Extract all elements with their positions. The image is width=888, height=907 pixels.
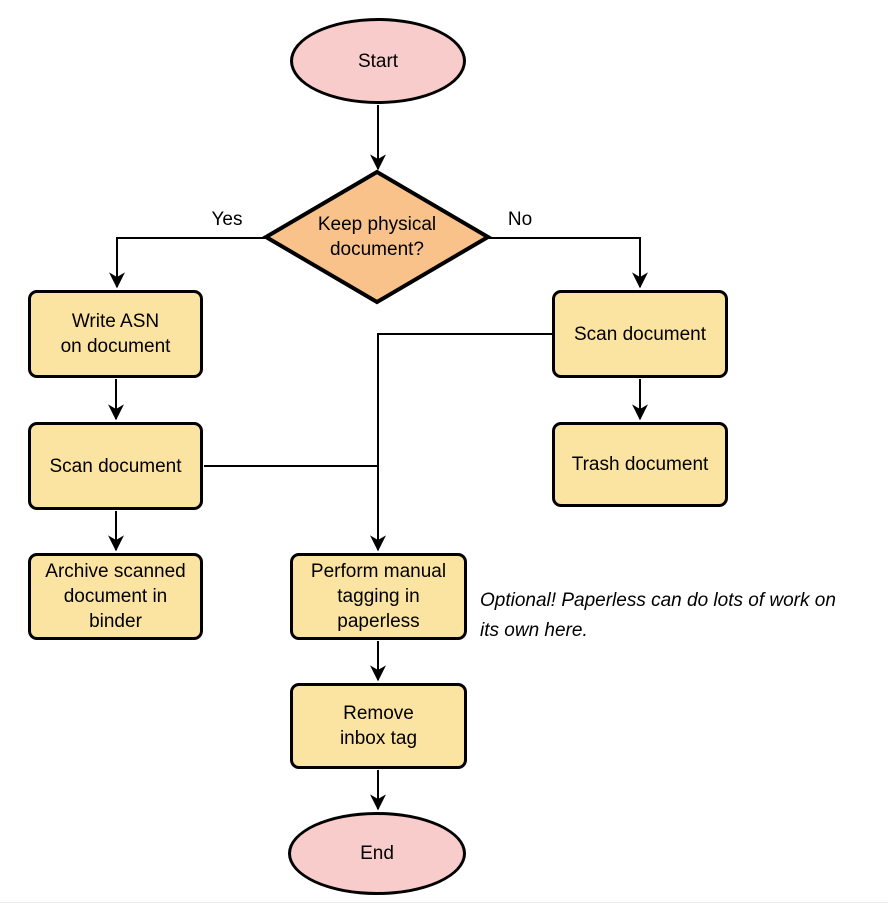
end-node: End (288, 812, 466, 895)
bottom-rule (0, 902, 888, 903)
archive-node: Archive scanned document in binder (28, 553, 203, 640)
note-text: Optional! Paperless can do lots of work … (480, 590, 836, 641)
edge-no-decision-to-scan-right (488, 237, 648, 289)
edge-label-yes: Yes (211, 209, 243, 230)
scan-document-left-label: Scan document (49, 455, 182, 477)
remove-inbox-label: Remove inbox tag (339, 703, 418, 749)
decision-node-label: Keep physical document? (317, 214, 437, 260)
end-label: End (360, 843, 394, 864)
perform-tagging-label: Perform manual tagging in paperless (310, 561, 447, 632)
edge-label-no: No (507, 209, 533, 230)
edge-yes-decision-to-write-asn (109, 237, 266, 289)
trash-document-node: Trash document (552, 422, 728, 507)
scan-document-right-label: Scan document (573, 323, 707, 345)
start-label: Start (357, 50, 399, 72)
start-node: Start (290, 18, 466, 104)
trash-document-label: Trash document (571, 454, 709, 475)
write-asn-label: Write ASN on document (60, 311, 171, 357)
edge-scan-right-to-perform-tagging (370, 333, 552, 552)
archive-label: Archive scanned document in binder (45, 561, 186, 632)
write-asn-node: Write ASN on document (28, 290, 203, 378)
decision-diamond-shape (262, 169, 492, 305)
perform-tagging-node: Perform manual tagging in paperless (290, 553, 467, 640)
remove-inbox-node: Remove inbox tag (290, 683, 467, 769)
scan-document-left-node: Scan document (28, 422, 203, 510)
scan-document-right-node: Scan document (552, 290, 728, 378)
